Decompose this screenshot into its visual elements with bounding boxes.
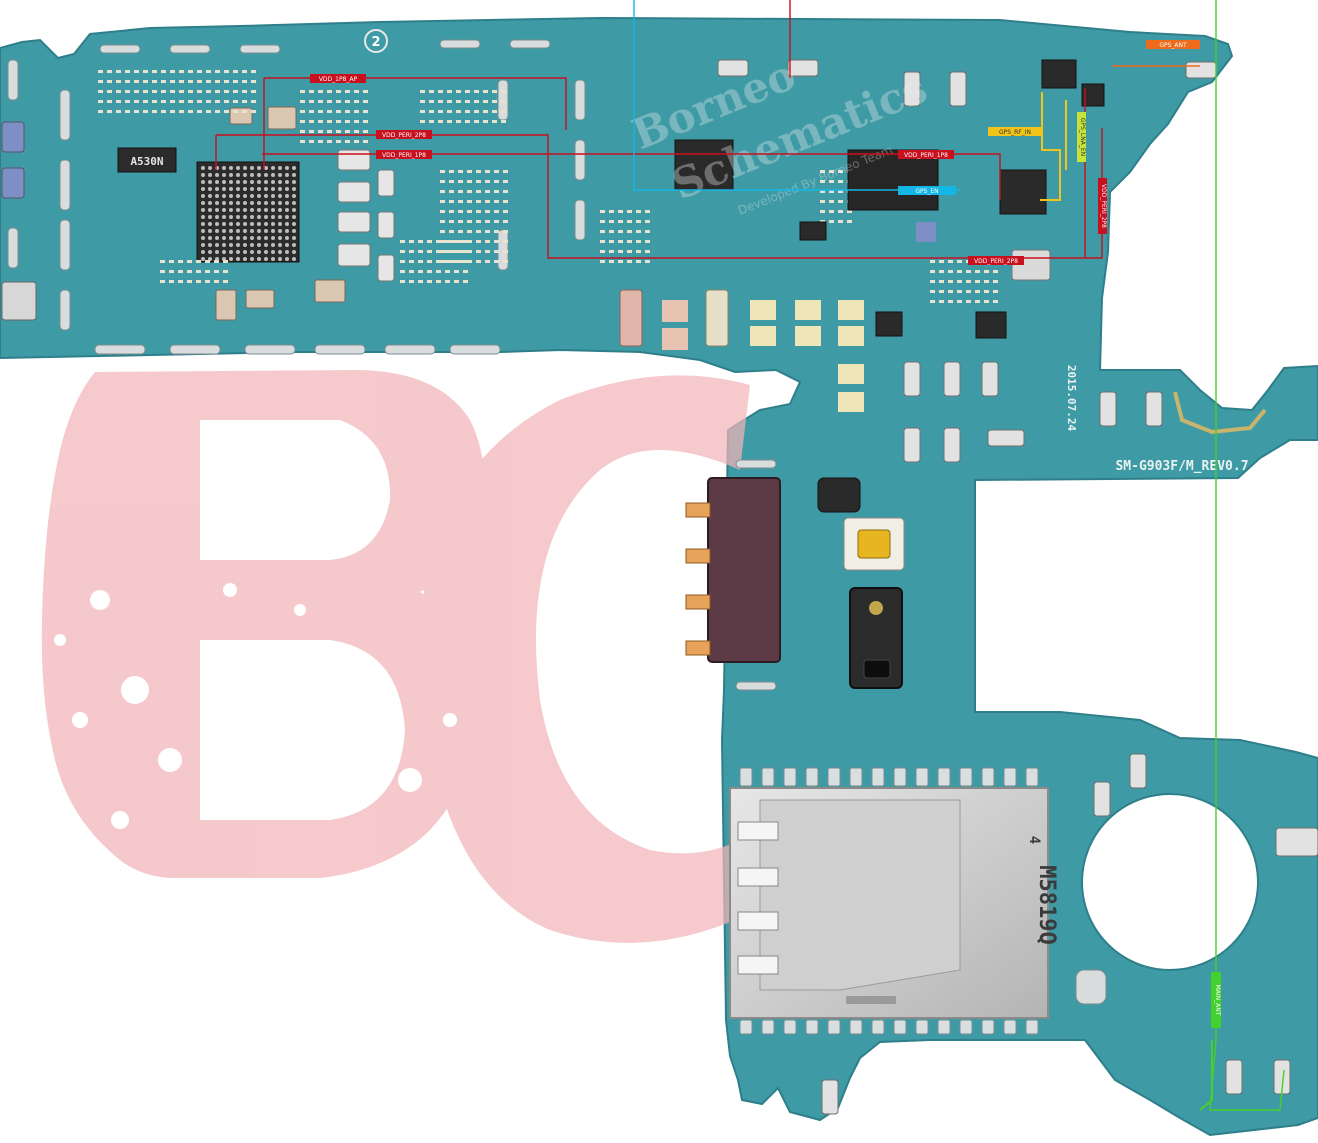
bga-processor (196, 161, 300, 263)
borneo-logo-watermark (41, 370, 750, 943)
sim-tray-code: M5819Q (1034, 865, 1059, 944)
svg-text:GPS_LNA_EN: GPS_LNA_EN (1079, 118, 1086, 156)
sim-tray-digit: 4 (1026, 836, 1042, 844)
net-labels: VDD_1P8_AP VDD_PERI_2P8 VDD_PERI_1P8 VDD… (310, 40, 1221, 1028)
watermark-b-letter (41, 370, 484, 878)
board-mark-2: 2 (371, 35, 380, 50)
net-label-gps-en: GPS_EN (898, 186, 956, 195)
svg-text:VDD_PERI_1P8: VDD_PERI_1P8 (904, 152, 948, 159)
net-label-vdd-peri-1p8-a: VDD_PERI_1P8 (376, 150, 432, 159)
net-label-vdd-peri-1p8-b: VDD_PERI_1P8 (898, 150, 954, 159)
net-label-gps-lna-en: GPS_LNA_EN (1077, 112, 1086, 162)
net-label-vdd-1p8-ap: VDD_1P8_AP (310, 74, 366, 83)
component-cluster-left: A530N 2 (1, 29, 998, 412)
board-model-revision: SM-G903F/M_REV0.7 (1115, 459, 1248, 474)
svg-text:VDD_PERI_2P8: VDD_PERI_2P8 (974, 258, 1018, 265)
svg-text:VDD_PERI_2P8: VDD_PERI_2P8 (382, 132, 426, 139)
svg-text:VDD_PERI_1P8: VDD_PERI_1P8 (382, 152, 426, 159)
battery-connector (707, 477, 781, 663)
sim-card-tray: M5819Q 4 (729, 767, 1059, 1035)
net-label-vdd-peri-2p8-a: VDD_PERI_2P8 (376, 130, 432, 139)
svg-text:MAIN_ANT: MAIN_ANT (1214, 985, 1221, 1016)
svg-text:VDD_PERI_2P8: VDD_PERI_2P8 (1100, 184, 1107, 228)
net-label-gps-rf-in: GPS_RF_IN (988, 127, 1042, 136)
svg-text:GPS_RF_IN: GPS_RF_IN (999, 129, 1031, 136)
net-label-vdd-peri-2p8-b: VDD_PERI_2P8 (968, 256, 1024, 265)
board-date-code: 2015.07.24 (1065, 365, 1078, 432)
svg-text:GPS_ANT: GPS_ANT (1159, 42, 1187, 49)
watermark-distress (54, 583, 468, 868)
net-label-vdd-peri-2p8-c: VDD_PERI_2P8 (1098, 178, 1107, 234)
chip-marking: A530N (130, 155, 163, 168)
net-label-main-ant: MAIN_ANT (1211, 972, 1221, 1028)
net-label-gps-ant: GPS_ANT (1146, 40, 1200, 49)
component-cluster-right (674, 59, 1318, 1115)
svg-text:GPS_EN: GPS_EN (915, 188, 938, 195)
svg-text:VDD_1P8_AP: VDD_1P8_AP (319, 76, 358, 83)
watermark-o-letter (420, 375, 750, 943)
